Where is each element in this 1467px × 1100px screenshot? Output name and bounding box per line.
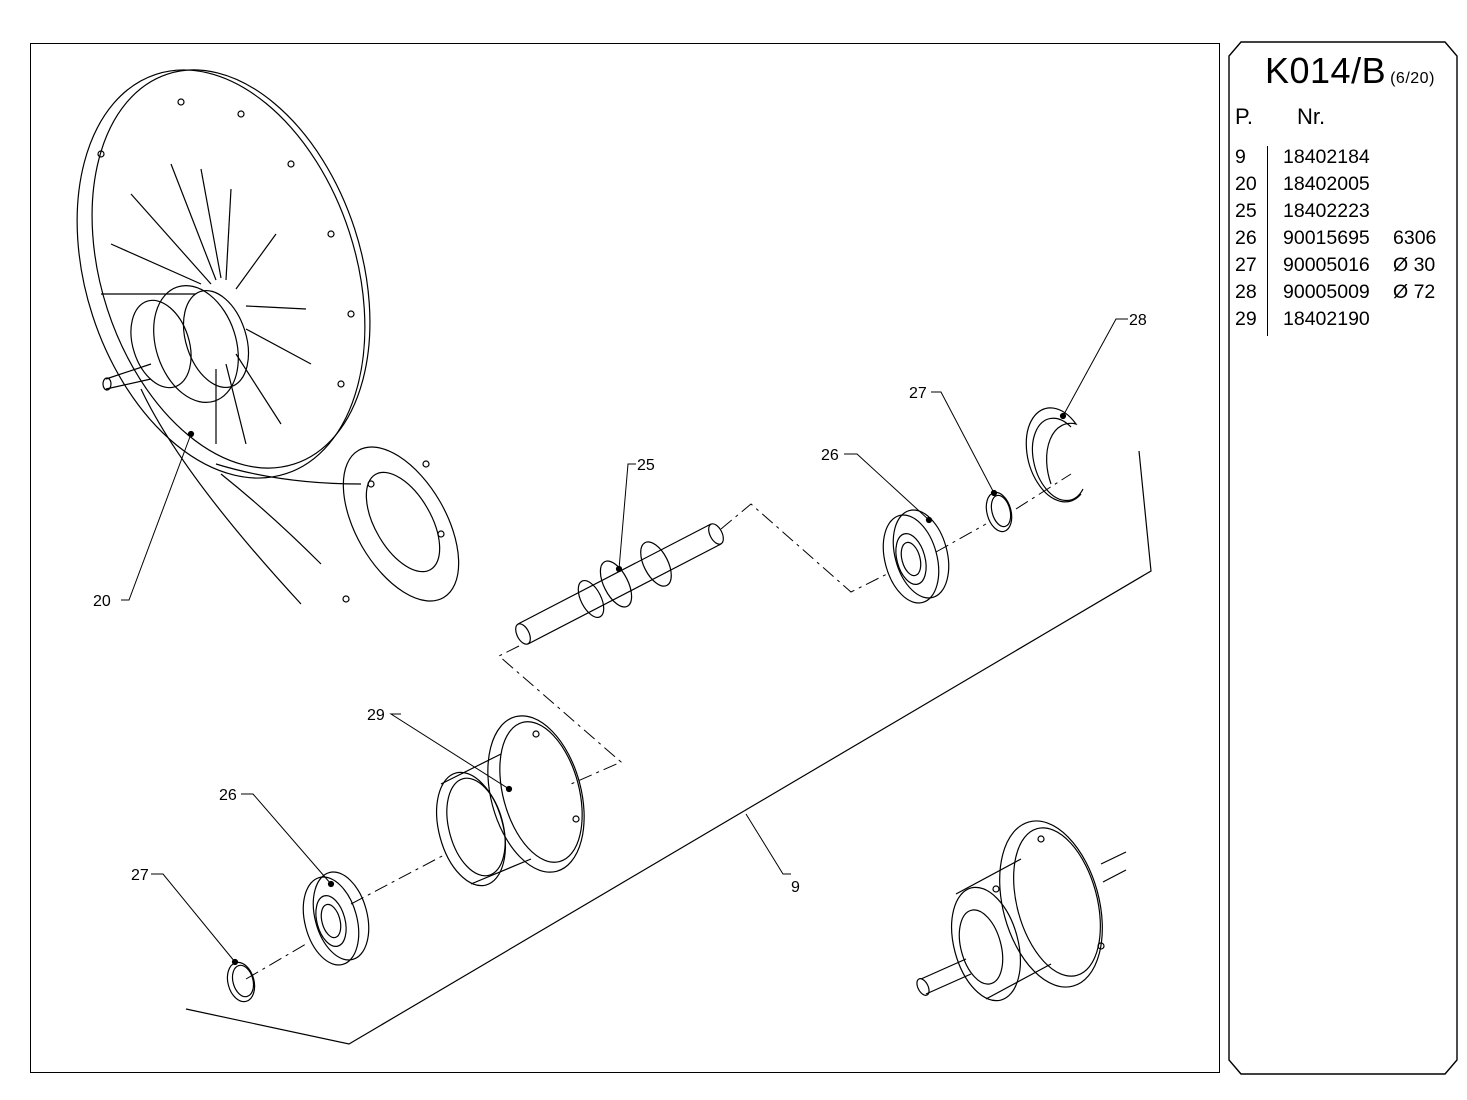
part-position: 28	[1235, 281, 1257, 303]
sheet-code: K014/B	[1265, 50, 1387, 91]
part-row: 9 18402184	[1235, 144, 1455, 171]
part-row: 27 90005016 Ø 30	[1235, 252, 1455, 279]
part-position: 27	[1235, 254, 1257, 276]
shaft	[515, 523, 724, 645]
part-position: 20	[1235, 173, 1257, 195]
part-row: 25 18402223	[1235, 198, 1455, 225]
part-row: 26 90015695 6306	[1235, 225, 1455, 252]
drawing-frame: 20 25 26 27 28 29 26 27 9	[30, 43, 1220, 1073]
column-header-number: Nr.	[1297, 104, 1326, 129]
parts-panel: K014/B(6/20) P. Nr. 9 18402184 20 184020…	[1227, 40, 1459, 1076]
circlip	[1025, 407, 1084, 503]
part-spec	[1389, 144, 1393, 171]
snap-ring-lower	[226, 958, 256, 1003]
callout-housing: 20	[93, 593, 111, 610]
parts-panel-frame	[1228, 41, 1458, 1075]
part-position: 26	[1235, 227, 1257, 249]
snap-ring-upper	[985, 489, 1013, 533]
part-row: 20 18402005	[1235, 171, 1455, 198]
sheet-page: (6/20)	[1390, 70, 1435, 87]
part-number: 90015695	[1283, 227, 1370, 249]
part-spec: Ø 30	[1393, 254, 1436, 276]
part-spec: Ø 72	[1393, 281, 1436, 303]
callout-circlip: 28	[1129, 312, 1147, 329]
part-row: 29 18402190	[1235, 306, 1455, 333]
callout-bearing-lower: 26	[219, 787, 237, 804]
sheet-title: K014/B(6/20)	[1265, 50, 1435, 92]
part-position: 29	[1235, 308, 1257, 330]
part-number: 90005016	[1283, 254, 1370, 276]
assembly-bracket	[185, 450, 1152, 1045]
bearing-lower	[302, 871, 370, 966]
part-position: 25	[1235, 200, 1257, 222]
column-header-position: P.	[1235, 104, 1253, 129]
part-spec	[1389, 171, 1393, 198]
part-number: 18402005	[1283, 173, 1370, 195]
callout-snap-ring-upper: 27	[909, 385, 927, 402]
part-number: 90005009	[1283, 281, 1370, 303]
part-position: 9	[1235, 146, 1246, 168]
parts-list-divider	[1267, 146, 1269, 336]
bearing-sleeve	[436, 715, 585, 887]
callout-assembly: 9	[791, 879, 800, 896]
part-number: 18402184	[1283, 146, 1370, 168]
callout-bearing-upper: 26	[821, 447, 839, 464]
bearing-upper	[882, 509, 950, 604]
part-number: 18402190	[1283, 308, 1370, 330]
part-spec: 6306	[1393, 227, 1437, 249]
callout-sleeve: 29	[367, 707, 385, 724]
callout-snap-ring-lower: 27	[131, 867, 149, 884]
callout-shaft: 25	[637, 457, 655, 474]
assembled-unit	[916, 820, 1127, 1002]
part-row: 28 90005009 Ø 72	[1235, 279, 1455, 306]
part-spec	[1389, 198, 1393, 225]
leader-lines	[121, 318, 1128, 963]
exploded-view-drawing: 20 25 26 27 28 29 26 27 9	[76, 69, 1152, 1045]
fan-housing	[76, 69, 460, 605]
parts-list: 9 18402184 20 18402005 25 18402223 26 90…	[1235, 144, 1455, 333]
part-number: 18402223	[1283, 200, 1370, 222]
axis-lines	[245, 473, 1072, 980]
part-spec	[1389, 306, 1393, 333]
